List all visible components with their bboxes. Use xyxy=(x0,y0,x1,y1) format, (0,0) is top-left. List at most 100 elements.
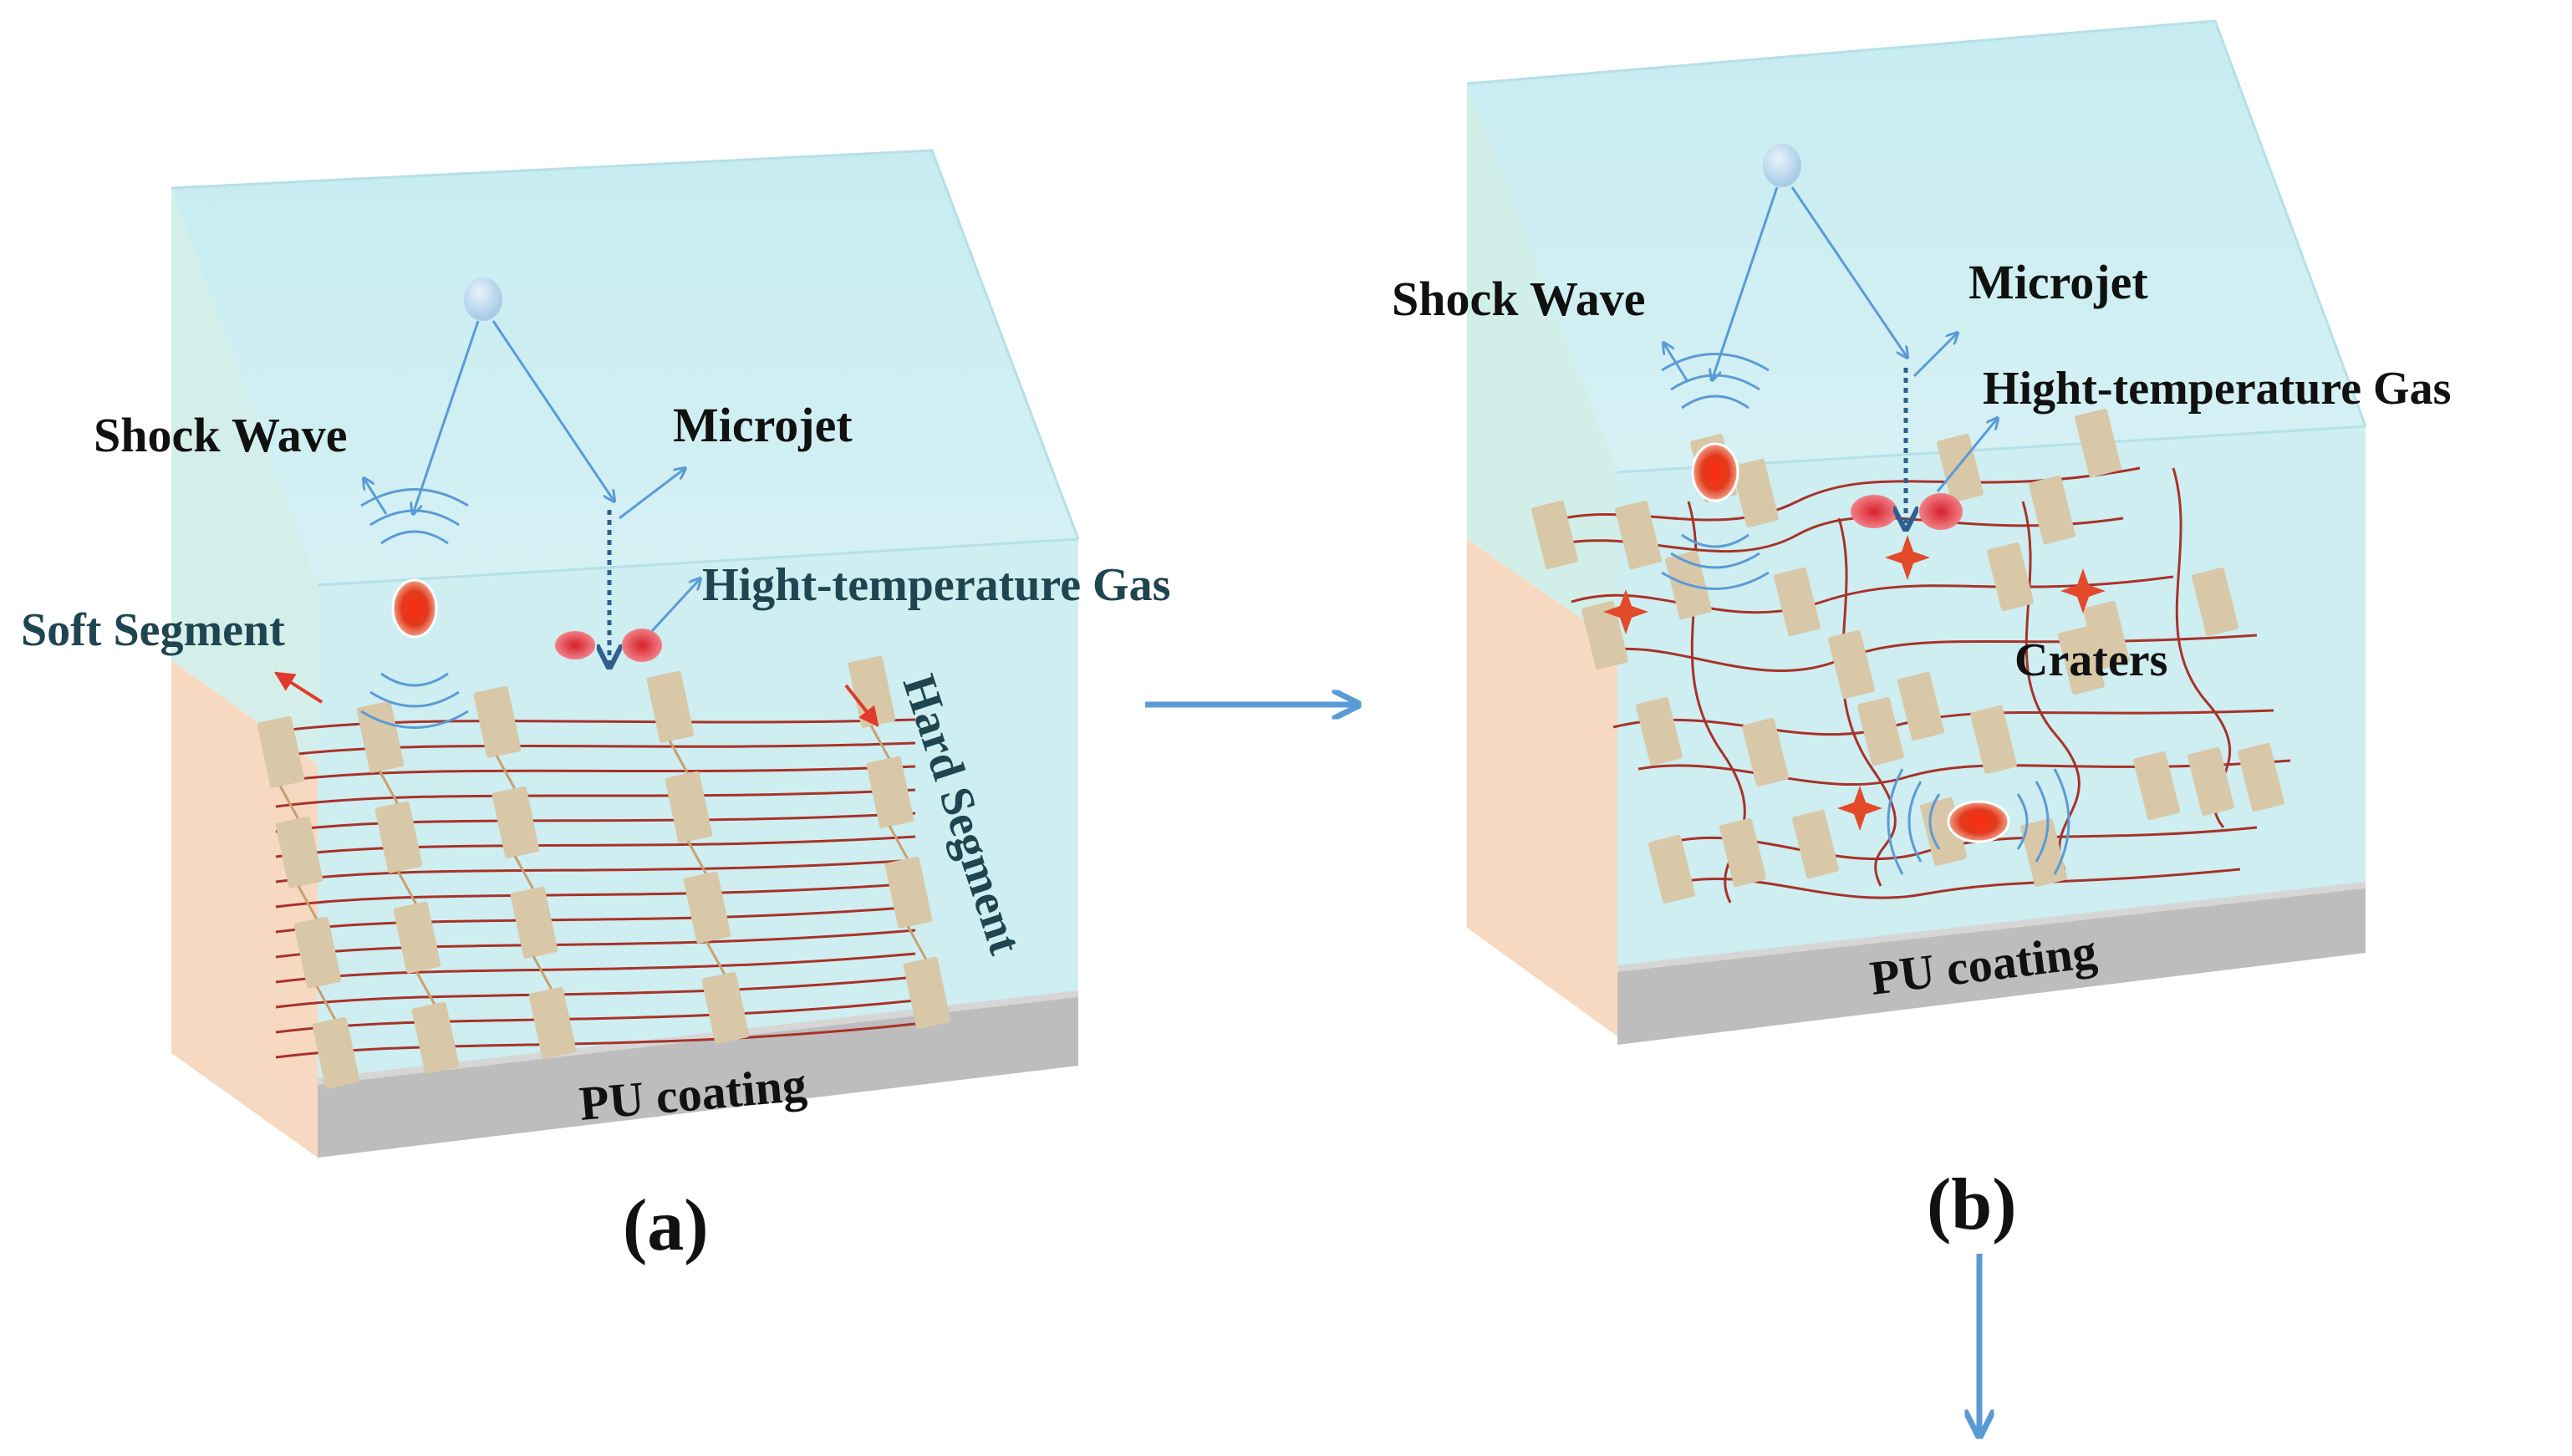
hard-segment-block xyxy=(1648,834,1695,904)
hard-segment-block xyxy=(257,715,305,788)
panel-a: Shock Wave Microjet Hight-temperature Ga… xyxy=(21,149,1170,1266)
panel-b-cavitation-bubble xyxy=(1691,442,1739,502)
hard-segment-block xyxy=(1987,542,2034,612)
hard-segment-block xyxy=(2238,742,2284,812)
hard-segment-block xyxy=(411,1001,460,1074)
soft-segment-chain xyxy=(1571,575,2174,614)
hard-segment-block xyxy=(2029,475,2075,545)
panel-a-arrow-to-shock xyxy=(413,320,480,514)
panel-b-lower-shock-rings xyxy=(1887,768,2070,875)
panel-b-shock-pointer xyxy=(1663,343,1688,381)
crater-star xyxy=(1837,786,1882,831)
soft-segment-chain xyxy=(275,718,916,733)
panel-a-microjet-pointer xyxy=(619,468,685,520)
hard-segment-block xyxy=(393,901,441,974)
hard-segment-block xyxy=(884,856,933,929)
panel-b-collapsing-bubble xyxy=(1947,800,2010,843)
hard-segment-block xyxy=(665,771,713,843)
hard-segment-link xyxy=(888,825,909,860)
crater-star xyxy=(1603,589,1648,634)
soft-segment-chain xyxy=(275,882,916,909)
panel-b-water-top xyxy=(1467,21,2366,472)
crater-star xyxy=(1885,535,1930,580)
hard-segment-block xyxy=(356,700,405,773)
panel-a-coating-base xyxy=(318,990,1078,1158)
hard-segment-link xyxy=(869,725,891,760)
panel-b-microjet-pointer xyxy=(1912,333,1958,378)
panel-b-arrow-to-shock xyxy=(1712,186,1779,380)
panel-a-soft-segment-label: Soft Segment xyxy=(21,604,285,656)
panel-b-craters xyxy=(1603,535,2106,831)
soft-segment-chain xyxy=(275,812,916,833)
panel-b-network xyxy=(1531,408,2291,904)
hard-segment-link xyxy=(278,785,300,820)
hard-segment-block xyxy=(2133,751,2180,821)
panel-a-initial-bubble xyxy=(464,277,502,321)
panel-a-gas-bubble-right xyxy=(622,629,662,662)
hard-segment-link xyxy=(906,925,928,960)
hard-segment-link xyxy=(686,840,708,875)
panel-a-shock-pointer xyxy=(364,478,388,515)
panel-b: Shock Wave Microjet Hight-temperature Ga… xyxy=(1392,19,2451,1245)
hard-segment-block xyxy=(491,786,540,858)
soft-segment-chain xyxy=(275,835,916,858)
panel-a-cavitation-bubble xyxy=(391,578,438,639)
panel-a-gas-label: Hight-temperature Gas xyxy=(702,559,1170,611)
hard-segment-block xyxy=(2192,567,2238,637)
panel-b-initial-bubble xyxy=(1763,144,1801,187)
panel-a-arrow-to-microjet xyxy=(491,320,614,501)
hard-segment-block xyxy=(1732,458,1779,528)
panel-b-left-face xyxy=(1467,539,1617,1036)
panel-b-gas-bubble-left xyxy=(1851,495,1897,528)
soft-segment-chain xyxy=(275,858,916,883)
hard-segment-block xyxy=(1742,717,1789,787)
crater-star xyxy=(2060,568,2106,613)
hard-segment-block xyxy=(1774,567,1821,637)
panel-a-hard-segment-arrow xyxy=(844,684,879,727)
panel-b-craters-label: Craters xyxy=(2014,634,2167,686)
hard-segment-link xyxy=(668,740,690,775)
hard-segment-block xyxy=(473,685,522,758)
hard-segment-block xyxy=(903,956,951,1029)
hard-segment-link xyxy=(513,855,535,890)
hard-segment-link xyxy=(315,985,337,1021)
hard-segment-block xyxy=(1531,500,1578,570)
hard-segment-block xyxy=(646,670,695,743)
hard-segment-block xyxy=(293,916,342,989)
hard-segment-block xyxy=(1792,809,1839,879)
hard-segment-block xyxy=(2058,625,2105,695)
hard-segment-block xyxy=(1970,705,2017,775)
hard-segment-block xyxy=(528,986,577,1059)
soft-segment-chain xyxy=(275,741,916,758)
soft-segment-chain xyxy=(275,788,916,808)
hard-segment-link xyxy=(495,755,517,790)
hard-segment-block xyxy=(312,1016,360,1089)
hard-segment-block xyxy=(1636,696,1683,766)
soft-segment-chain xyxy=(275,765,916,783)
panel-b-gas-label: Hight-temperature Gas xyxy=(1983,363,2451,415)
hard-segment-block xyxy=(1897,671,1944,741)
panel-a-gas-pointer xyxy=(650,578,700,633)
panel-a-shock-wave-label: Shock Wave xyxy=(94,408,348,462)
panel-b-block xyxy=(1466,19,2367,1045)
hard-segment-block xyxy=(1857,696,1904,766)
soft-segment-chain xyxy=(275,952,916,984)
panel-a-soft-segment-arrow xyxy=(273,671,323,704)
panel-a-microjet-label: Microjet xyxy=(673,398,853,452)
panel-b-arrow-to-microjet xyxy=(1790,186,1907,358)
hard-segment-block xyxy=(510,886,558,959)
panel-b-shock-wave-label: Shock Wave xyxy=(1392,272,1646,326)
panel-b-caption: (b) xyxy=(1927,1164,2017,1245)
hard-segment-block xyxy=(374,801,423,873)
panel-b-microjet-label: Microjet xyxy=(1968,255,2148,309)
panel-b-shock-wave-rings xyxy=(1661,353,1770,590)
soft-segment-chain xyxy=(1837,517,1897,887)
hard-segment-link xyxy=(378,770,400,805)
panel-b-gas-bubble-right xyxy=(1919,493,1963,530)
hard-segment-block xyxy=(1615,500,1662,570)
hard-segment-link xyxy=(532,955,553,990)
panel-b-coating-base xyxy=(1617,882,2366,1045)
panel-a-water-top xyxy=(171,150,1078,585)
hard-segment-link xyxy=(705,940,726,975)
